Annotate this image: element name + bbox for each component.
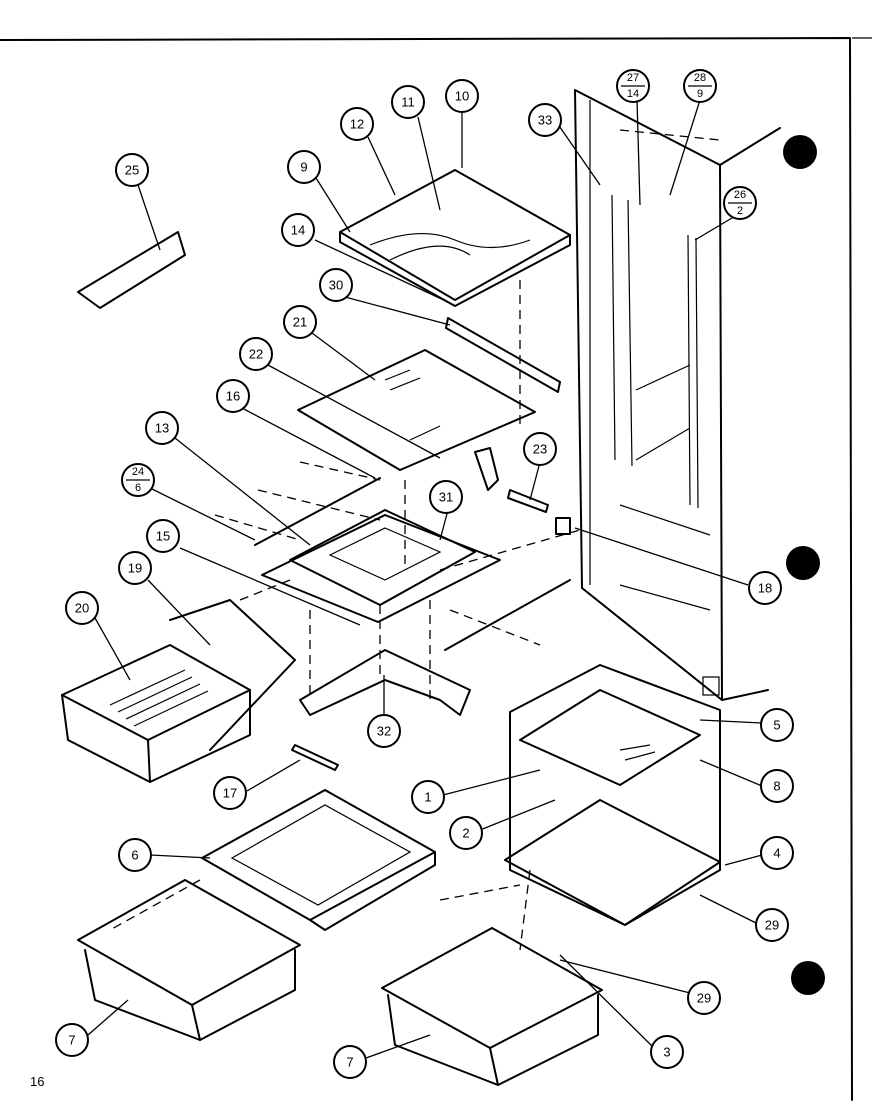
crisper-pan-left bbox=[77, 879, 301, 1041]
svg-text:4: 4 bbox=[773, 846, 780, 861]
svg-text:31: 31 bbox=[439, 490, 453, 505]
svg-text:18: 18 bbox=[758, 581, 772, 596]
svg-text:20: 20 bbox=[75, 601, 89, 616]
svg-text:13: 13 bbox=[155, 421, 169, 436]
shelf-bracket bbox=[474, 447, 499, 491]
callout-29-lower: 29 bbox=[687, 981, 721, 1015]
callout-20: 20 bbox=[65, 591, 99, 625]
svg-text:5: 5 bbox=[773, 718, 780, 733]
callout-32: 32 bbox=[367, 714, 401, 748]
assembly-lines bbox=[109, 129, 721, 951]
svg-text:28: 28 bbox=[694, 72, 706, 84]
svg-text:6: 6 bbox=[131, 848, 138, 863]
callout-18: 18 bbox=[748, 571, 782, 605]
clip-part bbox=[291, 744, 339, 771]
callout-25: 25 bbox=[115, 153, 149, 187]
meat-drawer-assembly bbox=[61, 599, 296, 783]
svg-text:33: 33 bbox=[538, 113, 552, 128]
svg-text:24: 24 bbox=[132, 466, 144, 478]
shelf-rail bbox=[445, 317, 561, 393]
page-number: 16 bbox=[30, 1074, 44, 1089]
svg-text:30: 30 bbox=[329, 278, 343, 293]
svg-text:14: 14 bbox=[627, 88, 639, 100]
callout-14: 14 bbox=[281, 213, 315, 247]
callout-21: 21 bbox=[283, 305, 317, 339]
svg-text:22: 22 bbox=[249, 347, 263, 362]
svg-text:7: 7 bbox=[68, 1033, 75, 1048]
svg-text:19: 19 bbox=[128, 561, 142, 576]
callout-3: 3 bbox=[650, 1035, 684, 1069]
svg-text:11: 11 bbox=[401, 95, 415, 110]
svg-text:26: 26 bbox=[734, 189, 746, 201]
svg-text:8: 8 bbox=[773, 779, 780, 794]
svg-text:7: 7 bbox=[346, 1055, 353, 1070]
callout-2: 2 bbox=[449, 816, 483, 850]
callout-7-left: 7 bbox=[55, 1023, 89, 1057]
callout-19: 19 bbox=[118, 551, 152, 585]
binding-hole-bottom bbox=[791, 961, 825, 995]
callout-22: 22 bbox=[239, 337, 273, 371]
crisper-pan-right bbox=[381, 927, 603, 1086]
callout-33: 33 bbox=[528, 103, 562, 137]
binding-hole-top bbox=[783, 135, 817, 169]
callout-9: 9 bbox=[287, 150, 321, 184]
rail-clip bbox=[555, 517, 571, 535]
callout-12: 12 bbox=[340, 107, 374, 141]
svg-text:10: 10 bbox=[455, 89, 469, 104]
svg-text:9: 9 bbox=[697, 88, 703, 100]
svg-text:14: 14 bbox=[291, 223, 305, 238]
crisper-cover-frame bbox=[254, 477, 571, 651]
callout-5: 5 bbox=[760, 708, 794, 742]
svg-text:21: 21 bbox=[293, 315, 307, 330]
callout-29-upper: 29 bbox=[755, 908, 789, 942]
callout-31: 31 bbox=[429, 480, 463, 514]
callout-27-14: 27 14 bbox=[616, 69, 650, 103]
callout-8: 8 bbox=[760, 769, 794, 803]
callout-10: 10 bbox=[445, 79, 479, 113]
top-shelf-assembly bbox=[339, 169, 571, 307]
callout-17: 17 bbox=[213, 776, 247, 810]
crisper-cover-left bbox=[201, 789, 436, 931]
callout-23: 23 bbox=[523, 432, 557, 466]
leader-lines bbox=[87, 99, 763, 1059]
hinge-pin bbox=[507, 489, 549, 513]
cabinet-liner bbox=[574, 89, 781, 701]
callout-16: 16 bbox=[216, 379, 250, 413]
svg-text:6: 6 bbox=[135, 482, 141, 494]
svg-text:29: 29 bbox=[765, 918, 779, 933]
drawer-support-bracket bbox=[299, 649, 471, 716]
callout-7-right: 7 bbox=[333, 1045, 367, 1079]
svg-text:9: 9 bbox=[300, 160, 307, 175]
svg-text:32: 32 bbox=[377, 724, 391, 739]
svg-text:17: 17 bbox=[223, 786, 237, 801]
callout-11: 11 bbox=[391, 85, 425, 119]
svg-text:2: 2 bbox=[737, 205, 743, 217]
callout-6: 6 bbox=[118, 838, 152, 872]
callout-24-6: 24 6 bbox=[121, 463, 155, 497]
svg-text:3: 3 bbox=[663, 1045, 670, 1060]
callout-28-9: 28 9 bbox=[683, 69, 717, 103]
svg-text:27: 27 bbox=[627, 72, 639, 84]
crisper-frame-right bbox=[504, 664, 721, 926]
dairy-door-part bbox=[77, 231, 186, 309]
callout-13: 13 bbox=[145, 411, 179, 445]
binding-hole-middle bbox=[786, 546, 820, 580]
page-frame bbox=[0, 37, 872, 1101]
svg-text:25: 25 bbox=[125, 163, 139, 178]
svg-text:2: 2 bbox=[462, 826, 469, 841]
svg-text:16: 16 bbox=[226, 389, 240, 404]
callout-1: 1 bbox=[411, 780, 445, 814]
callout-30: 30 bbox=[319, 268, 353, 302]
callout-15: 15 bbox=[146, 519, 180, 553]
callout-4: 4 bbox=[760, 836, 794, 870]
svg-text:1: 1 bbox=[424, 790, 431, 805]
svg-text:15: 15 bbox=[156, 529, 170, 544]
svg-text:12: 12 bbox=[350, 117, 364, 132]
glass-shelf bbox=[297, 349, 536, 471]
svg-text:23: 23 bbox=[533, 442, 547, 457]
callout-26-2: 26 2 bbox=[723, 186, 757, 220]
svg-text:29: 29 bbox=[697, 991, 711, 1006]
